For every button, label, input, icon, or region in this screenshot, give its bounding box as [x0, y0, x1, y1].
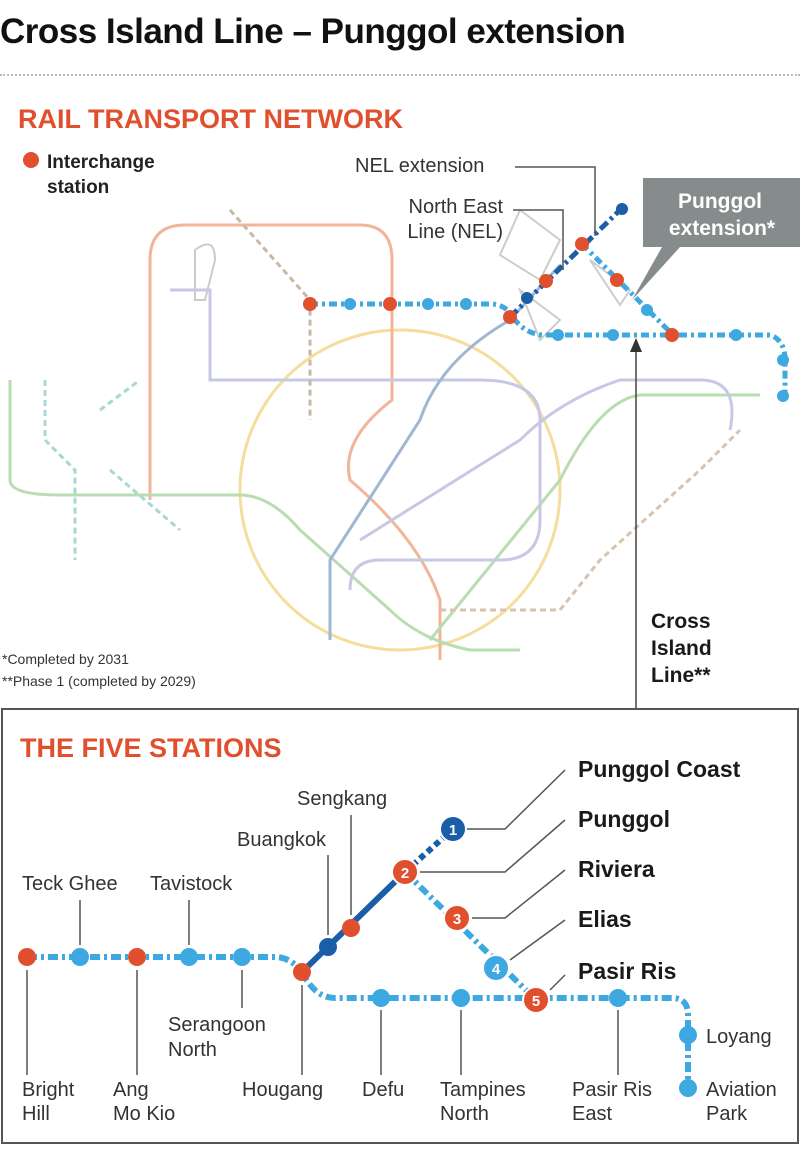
station-label-defu: Defu	[362, 1079, 404, 1101]
station-label-sengkang: Sengkang	[297, 788, 387, 810]
nel-leader	[513, 209, 564, 270]
leader-lines	[26, 769, 619, 1075]
station-label-aviation-park-1: Aviation	[706, 1079, 777, 1101]
callout-label-1: Punggol	[678, 190, 762, 213]
callout-label-2: extension*	[669, 217, 776, 240]
footnote-2: **Phase 1 (completed by 2029)	[2, 673, 196, 689]
station-label-ang-mo-kio-1: Ang	[113, 1079, 149, 1101]
punggol-extension-callout: Punggol extension*	[632, 178, 800, 300]
station-label-aviation-park-2: Park	[706, 1103, 748, 1125]
station-number-1: 1	[449, 822, 457, 839]
station-label-riviera: Riviera	[578, 856, 655, 882]
legend-label-1: Interchange	[47, 152, 155, 173]
new-station-markers: 1 2 3 4 5	[391, 815, 550, 1014]
station-label-tampines-north-2: North	[440, 1103, 489, 1125]
station-label-pasir-ris: Pasir Ris	[578, 958, 676, 984]
cril-arrow-icon	[630, 338, 642, 352]
cril-label-3: Line**	[651, 664, 711, 687]
footnote-1: *Completed by 2031	[2, 651, 129, 667]
station-number-3: 3	[453, 911, 461, 928]
station-label-ang-mo-kio-2: Mo Kio	[113, 1103, 175, 1125]
five-stations-panel	[1, 708, 799, 1144]
nel-extension-leader	[515, 166, 596, 236]
legend-label-2: station	[47, 177, 109, 198]
cril-label-1: Cross	[651, 610, 711, 633]
nel-line	[508, 203, 628, 319]
station-label-pasir-ris-east-2: East	[572, 1103, 612, 1125]
station-label-bright-hill-2: Hill	[22, 1103, 50, 1125]
station-number-5: 5	[532, 993, 540, 1010]
interchange-legend-icon	[23, 152, 39, 168]
station-number-4: 4	[492, 961, 501, 978]
station-label-tampines-north-1: Tampines	[440, 1079, 526, 1101]
station-label-buangkok: Buangkok	[237, 829, 327, 851]
station-label-serangoon-north-1: Serangoon	[168, 1014, 266, 1036]
five-stations-heading: THE FIVE STATIONS	[20, 733, 282, 763]
station-dots	[18, 919, 697, 1097]
station-label-punggol-coast: Punggol Coast	[578, 756, 741, 782]
cril-line-map	[303, 237, 789, 402]
station-label-punggol: Punggol	[578, 806, 670, 832]
station-label-elias: Elias	[578, 906, 632, 932]
station-number-2: 2	[401, 865, 409, 882]
station-label-serangoon-north-2: North	[168, 1039, 217, 1061]
nel-label-1: North East	[409, 196, 504, 218]
nel-extension-label: NEL extension	[355, 155, 484, 177]
station-label-loyang: Loyang	[706, 1026, 772, 1048]
nel-label-2: Line (NEL)	[407, 221, 503, 243]
page-title: Cross Island Line – Punggol extension	[0, 12, 626, 51]
station-label-bright-hill-1: Bright	[22, 1079, 75, 1101]
station-label-hougang: Hougang	[242, 1079, 323, 1101]
station-label-teck-ghee: Teck Ghee	[22, 873, 118, 895]
cril-label-2: Island	[651, 637, 712, 660]
station-label-pasir-ris-east-1: Pasir Ris	[572, 1079, 652, 1101]
divider	[0, 74, 800, 76]
network-heading: RAIL TRANSPORT NETWORK	[18, 104, 403, 134]
station-label-tavistock: Tavistock	[150, 873, 233, 895]
